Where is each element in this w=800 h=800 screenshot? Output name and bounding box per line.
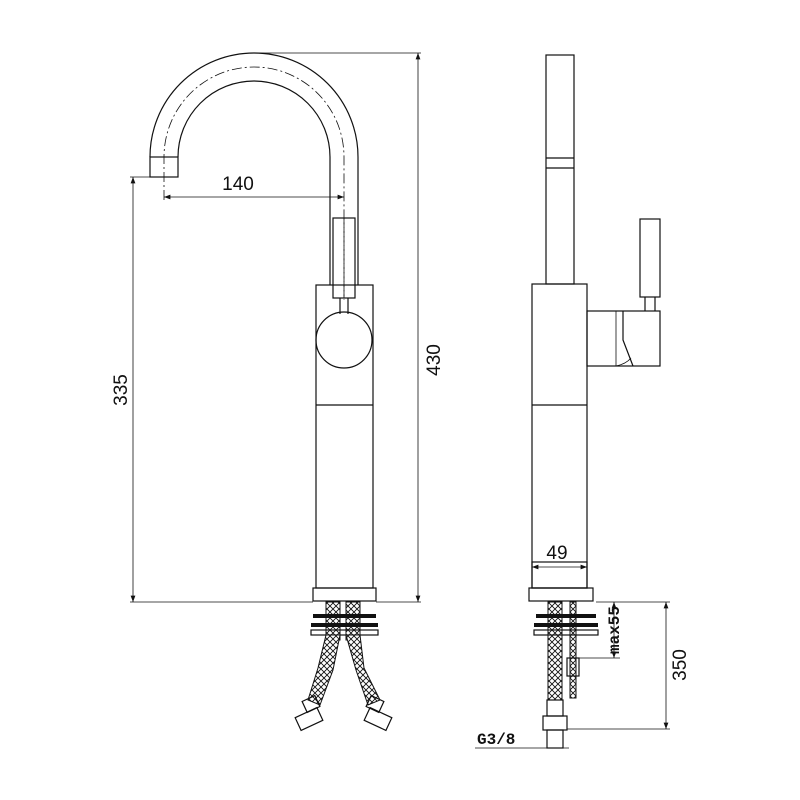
front-view: 140 335 430 xyxy=(111,52,445,732)
lever-side xyxy=(639,218,661,298)
connector-nut xyxy=(542,715,568,731)
spout-side xyxy=(545,54,575,285)
spout-inner xyxy=(177,80,331,285)
dim-spout-reach: 140 xyxy=(222,174,254,195)
spout-outer xyxy=(149,52,359,285)
hose-left-upper xyxy=(325,601,341,641)
base xyxy=(312,587,377,602)
dim-body-width: 49 xyxy=(546,543,567,564)
handle-knob xyxy=(315,311,373,369)
spout-centerline xyxy=(163,66,345,300)
hose-left xyxy=(307,634,341,706)
dim-max-mounting: max55 xyxy=(606,606,624,654)
dim-hose-length: 350 xyxy=(670,649,691,681)
base-side xyxy=(528,587,594,602)
nut-left xyxy=(294,706,324,732)
hose-right-upper xyxy=(345,601,361,641)
hose-right xyxy=(345,634,381,706)
rod-nut xyxy=(566,657,580,677)
dim-spout-height: 335 xyxy=(111,374,132,406)
body xyxy=(315,284,374,589)
nut-right xyxy=(363,706,393,732)
dim-total-height: 430 xyxy=(424,344,445,376)
dim-thread: G3/8 xyxy=(477,731,515,749)
side-view: 49 max55 350 G3/8 xyxy=(475,54,691,749)
spout-tip xyxy=(149,156,179,178)
mounting-rod xyxy=(569,601,577,699)
